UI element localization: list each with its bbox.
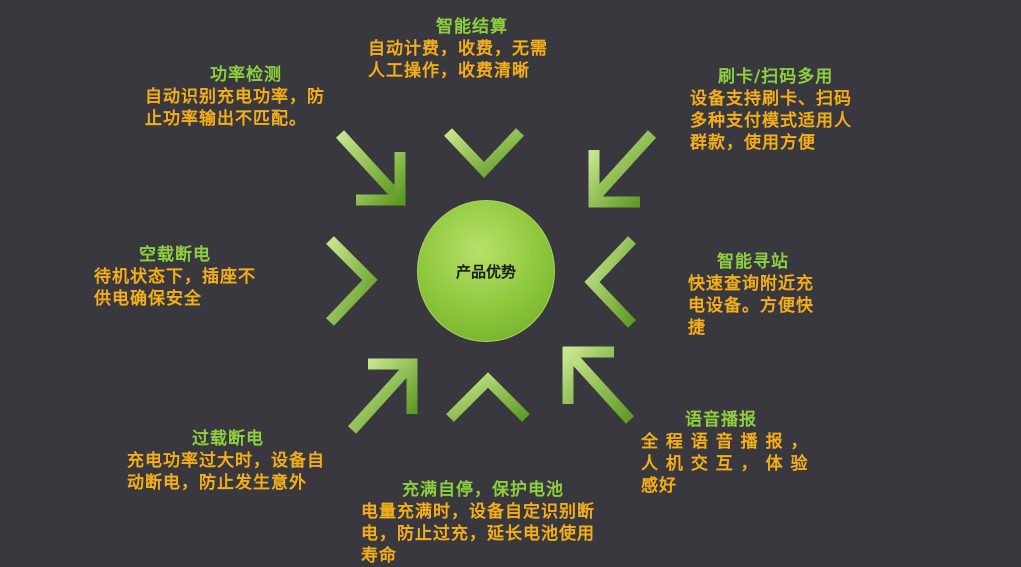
feature-title: 过载断电 xyxy=(192,429,264,449)
feature-body: 自动计费，收费，无需 人工操作，收费清晰 xyxy=(368,39,548,81)
feature-full: 充满自停，保护电池 电量充满时，设备自定识别断 电，防止过充，延长电池使用 寿命 xyxy=(361,479,595,567)
feature-title: 充满自停，保护电池 xyxy=(402,480,564,500)
arrow-left-icon xyxy=(584,236,678,328)
arrow-down-right-icon xyxy=(335,130,406,206)
feature-body: 电量充满时，设备自定识别断 电，防止过充，延长电池使用 寿命 xyxy=(361,502,595,566)
arrow-down-left-icon xyxy=(588,130,657,208)
feature-card: 刷卡/扫码多用 设备支持刷卡、扫码 多种支付模式适用人 群款，使用方便 xyxy=(690,66,852,154)
feature-title: 语音播报 xyxy=(685,410,757,430)
feature-voice: 语音播报 全 程 语 音 播 报 ， 人 机 交 互 ， 体 验 感好 xyxy=(641,409,809,497)
feature-power: 功率检测 自动识别充电功率，防 止功率输出不匹配。 xyxy=(145,64,325,130)
arrow-up-icon xyxy=(446,372,530,486)
arrow-right-icon xyxy=(282,236,378,326)
center-label: 产品优势 xyxy=(455,262,516,281)
feature-title: 刷卡/扫码多用 xyxy=(718,67,834,87)
arrow-down-icon xyxy=(444,88,524,178)
feature-body: 待机状态下，插座不 供电确保安全 xyxy=(94,267,256,309)
feature-body: 充电功率过大时，设备自 动断电，防止发生意外 xyxy=(127,451,325,493)
feature-body: 自动识别充电功率，防 止功率输出不匹配。 xyxy=(145,87,325,129)
arrow-up-right-icon xyxy=(347,358,418,434)
feature-finder: 智能寻站 快速查询附近充 电设备。方便快 捷 xyxy=(688,251,814,339)
feature-title: 空载断电 xyxy=(139,245,211,265)
feature-billing: 智能结算 自动计费，收费，无需 人工操作，收费清晰 xyxy=(368,16,548,82)
feature-title: 功率检测 xyxy=(210,65,282,85)
feature-title: 智能结算 xyxy=(436,17,508,37)
arrow-up-left-icon xyxy=(562,346,635,424)
feature-title: 智能寻站 xyxy=(717,252,789,272)
feature-overload: 过载断电 充电功率过大时，设备自 动断电，防止发生意外 xyxy=(127,428,325,494)
center-circle: 产品优势 xyxy=(417,200,555,342)
feature-body: 快速查询附近充 电设备。方便快 捷 xyxy=(688,274,814,338)
feature-body: 全 程 语 音 播 报 ， 人 机 交 互 ， 体 验 感好 xyxy=(641,432,809,496)
feature-body: 设备支持刷卡、扫码 多种支付模式适用人 群款，使用方便 xyxy=(690,89,852,153)
feature-idle: 空载断电 待机状态下，插座不 供电确保安全 xyxy=(94,244,256,310)
